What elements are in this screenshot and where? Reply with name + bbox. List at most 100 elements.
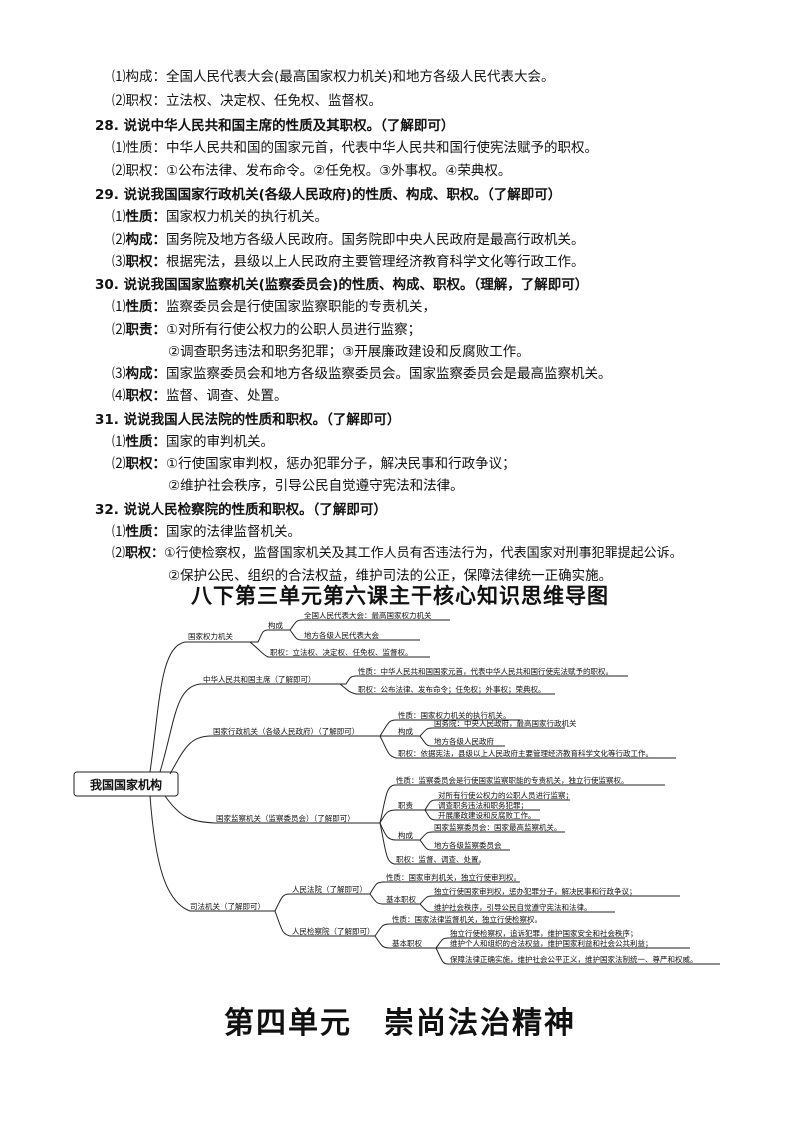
b4-p-label: 职权：监督、调查、处置。 xyxy=(396,854,486,864)
q31-line-2: ⑵职权：①行使国家审判权，惩办犯罪分子，解决民事和行政争议； xyxy=(112,454,516,474)
q31-title: 31. 说说我国人民法院的性质和职权。（了解即可） xyxy=(95,412,401,428)
item-number: ⑶ xyxy=(112,254,126,270)
q28-line-2: ⑵职权：①公布法律、发布命令。②任免权。③外事权。④荣典权。 xyxy=(112,163,512,179)
q27-line-2: ⑵职权：立法权、决定权、任免权、监督权。 xyxy=(112,91,382,111)
b5a-z2-line xyxy=(419,903,615,913)
item-text: 根据宪法，县级以上人民政府主要管理经济教育科学文化等行政工作。 xyxy=(166,254,585,270)
item-number: ⑴ xyxy=(112,69,126,85)
b5a-1-label: 性质：国家审判机关，独立行使审判权。 xyxy=(386,872,521,882)
item-text: 国家的审判机关。 xyxy=(166,434,274,450)
q30-line-3: ⑶构成：国家监察委员会和地方各级监察委员会。国家监察委员会是最高监察机关。 xyxy=(112,364,612,384)
item-text: 国务院及地方各级人民政府。国务院即中央人民政府是最高行政机关。 xyxy=(166,232,585,248)
b4-c1-line xyxy=(419,831,565,841)
mindmap-root-box xyxy=(73,771,179,797)
b3-p-label: 职权：依据宪法，县级以上人民政府主要管理经济教育科学文化等行政工作。 xyxy=(398,748,653,758)
b5b-z-line xyxy=(374,935,436,949)
item-label: 性质： xyxy=(125,434,167,450)
branch-line-3 xyxy=(169,735,380,775)
item-text: 国家权力机关的执行机关。 xyxy=(166,209,328,225)
b2-line-2 xyxy=(339,683,555,695)
q30-line-2: ⑵职责：①对所有行使公权力的公职人员进行监察； xyxy=(112,320,421,340)
b3-p-line xyxy=(379,735,676,759)
b2-1-label: 性质：中华人民共和国国家元首，代表中华人民共和国行使宪法赋予的职权。 xyxy=(358,666,613,676)
b5b-z1-label: 独立行使检察权，追诉犯罪，维护国家安全和社会秩序； xyxy=(450,928,638,938)
b4-c2-line xyxy=(419,839,510,851)
q29-line-1: ⑴性质：国家权力机关的执行机关。 xyxy=(112,207,328,227)
b5b-z-label: 基本职权 xyxy=(392,938,422,948)
b4-z2-label: 调查职务违法和职务犯罪； xyxy=(438,800,528,810)
b3-c2-label: 地方各级人民政府 xyxy=(434,736,494,746)
q29-line-3: ⑶职权：根据宪法，县级以上人民政府主要管理经济教育科学文化等行政工作。 xyxy=(112,252,585,272)
b4-z1-label: 对所有行使公权力的公职人员进行监察； xyxy=(438,790,573,800)
b5a-z1-line xyxy=(419,895,680,905)
item-number: ⑴ xyxy=(112,524,126,540)
b5b-1-line xyxy=(374,923,530,937)
b4-c2-label: 地方各级监察委员会 xyxy=(434,840,502,850)
b1-c2-line xyxy=(289,629,420,641)
q30-line-4: ⑷职权：监督、调查、处置。 xyxy=(112,386,288,406)
item-text: 国家监察委员会和地方各级监察委员会。国家监察委员会是最高监察机关。 xyxy=(166,366,612,382)
item-label: 职权： xyxy=(125,388,167,404)
b4-z-line xyxy=(379,809,425,824)
b5b-label: 人民检察院（了解即可） xyxy=(292,926,375,936)
b4-1-label: 性质：监察委员会是行使国家监察职能的专责机关，独立行使监察权。 xyxy=(396,775,629,785)
b5a-z-label: 基本职权 xyxy=(386,894,416,904)
b4-c-label: 构成 xyxy=(398,830,413,840)
b4-p-line xyxy=(379,822,480,865)
q28-line-1: ⑴性质：中华人民共和国的国家元首，代表中华人民共和国行使宪法赋予的职权。 xyxy=(112,140,598,156)
item-text: ①行使国家审判权，惩办犯罪分子，解决民事和行政争议； xyxy=(166,456,516,472)
b5a-label: 人民法院（了解即可） xyxy=(292,884,367,894)
item-text: 全国人民代表大会(最高国家权力机关)和地方各级人民代表大会。 xyxy=(166,69,555,85)
item-label: 性质： xyxy=(125,209,167,225)
b3-c-label: 构成 xyxy=(398,726,413,736)
b3-1-label: 性质：国家权力机关的执行机关。 xyxy=(398,710,511,720)
item-number: ⑵ xyxy=(112,322,126,338)
item-text: 监察委员会是行使国家监察职能的专责机关， xyxy=(166,299,436,315)
q32-line-1: ⑴性质：国家的法律监督机关。 xyxy=(112,522,301,542)
q30-line-2b: ②调查职务违法和职务犯罪；③开展廉政建设和反腐败工作。 xyxy=(168,344,530,360)
item-text: 国家的法律监督机关。 xyxy=(166,524,301,540)
q31-line-2b: ②维护社会秩序，引导公民自觉遵守宪法和法律。 xyxy=(168,478,464,494)
b4-c-line xyxy=(379,822,420,841)
b5b-z3-line xyxy=(435,947,720,965)
b1-p-label: 职权：立法权、决定权、任免权、监督权。 xyxy=(270,647,413,657)
item-number: ⑷ xyxy=(112,388,126,404)
item-label: 性质： xyxy=(125,524,167,540)
b5a-z1-label: 独立行使国家审判权，惩办犯罪分子，解决民事和行政争议； xyxy=(434,886,637,896)
item-number: ⑴ xyxy=(112,299,126,315)
item-label: 构成： xyxy=(125,232,167,248)
b3-c2-line xyxy=(419,735,505,747)
q32-line-2b: ②保护公民、组织的合法权益，维护司法的公正，保障法律统一正确实施。 xyxy=(168,568,613,584)
b2-2-label: 职权：公布法律、发布命令；任免权；外事权；荣典权。 xyxy=(358,684,546,694)
b2-label: 中华人民共和国主席（了解即可） xyxy=(203,674,316,684)
unit-title: 第四单元 崇尚法治精神 xyxy=(224,1006,576,1041)
mindmap-heading: 八下第三单元第六课主干核心知识思维导图 xyxy=(191,584,609,608)
mindmap: 我国国家机构 国家权力机关 构成 全国人民代表大会：最高国家权力机关 地方各级人… xyxy=(73,612,720,965)
b5-label: 司法机关（了解即可） xyxy=(190,901,265,911)
q28-title: 28. 说说中华人民共和国主席的性质及其职权。（了解即可） xyxy=(95,118,455,134)
q31-line-1: ⑴性质：国家的审判机关。 xyxy=(112,432,274,452)
item-number: ⑴ xyxy=(112,209,126,225)
item-label: 职责： xyxy=(125,322,167,338)
b5b-1-label: 性质：国家法律监督机关，独立行使检察权。 xyxy=(392,914,542,924)
branch-line-1 xyxy=(149,641,250,773)
q29-line-2: ⑵构成：国务院及地方各级人民政府。国务院即中央人民政府是最高行政机关。 xyxy=(112,230,585,250)
b5b-line xyxy=(274,910,375,937)
b5a-z2-label: 维护社会秩序，引导公民自觉遵守宪法和法律。 xyxy=(434,902,592,912)
item-label: 构成： xyxy=(125,366,167,382)
mindmap-root: 我国国家机构 xyxy=(90,777,162,792)
item-number: ⑴ xyxy=(112,434,126,450)
item-text: ①对所有行使公权力的公职人员进行监察； xyxy=(166,322,422,338)
item-number: ⑵ xyxy=(112,456,126,472)
item-label: 职权： xyxy=(125,456,167,472)
b1-c1-label: 全国人民代表大会：最高国家权力机关 xyxy=(304,612,432,620)
q32-title: 32. 说说人民检察院的性质和职权。（了解即可） xyxy=(95,502,387,518)
b5b-z2-label: 维护个人和组织的合法权益，维护国家利益和社会公共利益； xyxy=(450,938,653,948)
q32-line-2: ⑵职权：①行使检察权，监督国家机关及其工作人员有否违法行为，代表国家对刑事犯罪提… xyxy=(112,544,683,564)
b4-c1-label: 国家监察委员会：国家最高监察机关。 xyxy=(434,822,562,832)
b1-c-label: 构成 xyxy=(268,620,283,630)
b4-line-1 xyxy=(379,784,665,824)
item-number: ⑵ xyxy=(112,93,126,109)
item-label: 构成： xyxy=(125,69,167,85)
